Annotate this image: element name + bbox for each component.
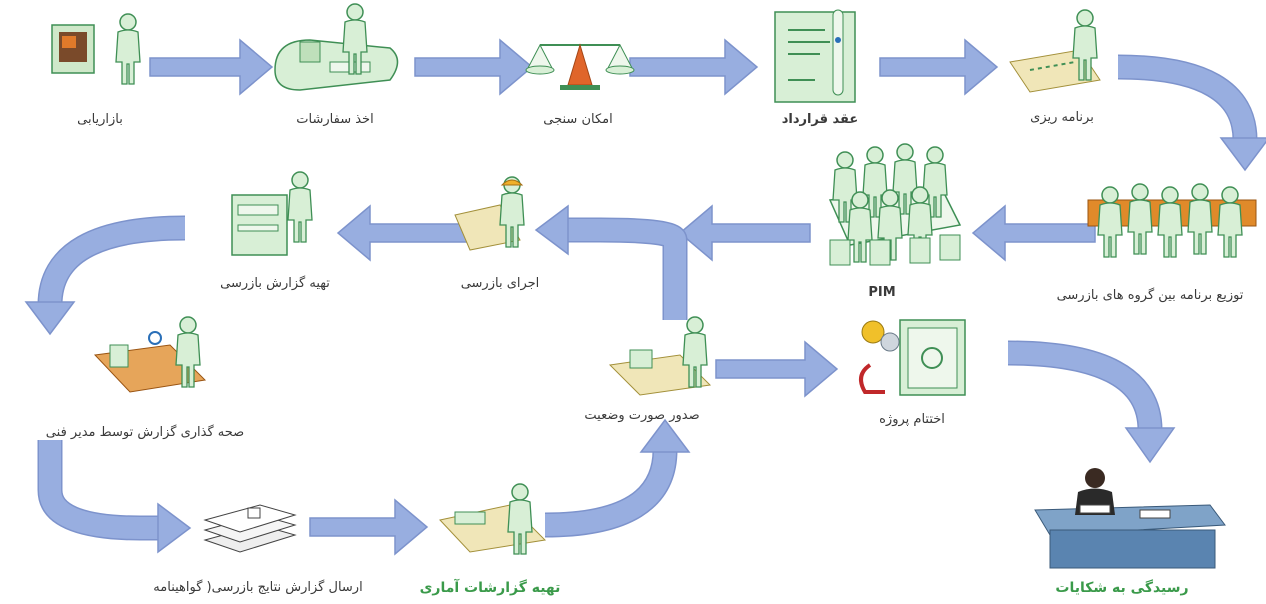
meeting-table-icon [828,143,962,266]
planning-icon [1009,9,1101,93]
paper-stack-icon [203,504,297,553]
step-label-market: بازاریابی [77,112,123,127]
step-label-invoice: صدور صورت وضعیت [584,408,700,423]
invoice-icon [608,316,712,396]
stat-reports-icon [439,483,547,555]
step-label-prepare-report: تهیه گزارش بازرسی [220,276,330,291]
step-label-distribute: توزیع برنامه بین گروه های بازرسی [1056,288,1244,303]
arrow-orders-to-feasibility [414,38,534,96]
step-label-approve-report: صحه گذاری گزارش توسط مدیر فنی [45,425,245,440]
arrow-market-to-orders [149,38,274,96]
arrow-invoice-to-close [715,340,839,398]
balance-scale-icon [525,43,635,90]
step-label-complaints: رسیدگی به شکایات [1055,580,1189,596]
step-label-orders: اخذ سفارشات [296,112,374,127]
arrow-inspection-to-prepare [336,204,471,262]
arrow-send-to-stats [309,498,429,556]
step-label-send-report: ارسال گزارش نتایج بازرسی( گواهینامه [153,580,363,595]
step-label-feasibility: امکان سنجی [543,112,613,127]
step-label-contract: عقد قرارداد [781,112,859,127]
inspection-worker-icon [454,176,525,251]
step-label-planning: برنامه ریزی [1030,110,1094,125]
arrow-contract-to-planning [879,38,999,96]
step-label-close-project: اختتام پروژه [879,412,945,427]
approve-report-icon [93,316,207,393]
contract-document-icon [774,9,856,103]
complaints-desk-icon [1034,468,1226,569]
arrow-pim-to-inspection [678,204,811,262]
safe-icon [859,319,966,396]
step-label-stat-reports: تهیه گزارشات آماری [419,580,561,596]
arrow-distribute-to-pim [971,204,1096,262]
inspection-teams-icon [1087,183,1257,258]
market-icon [51,13,141,85]
step-label-pim: PIM [868,285,896,300]
orders-icon [274,3,399,91]
prepare-report-icon [231,171,313,256]
arrow-feasibility-to-contract [629,38,759,96]
step-label-inspection: اجرای بازرسی [460,276,540,291]
